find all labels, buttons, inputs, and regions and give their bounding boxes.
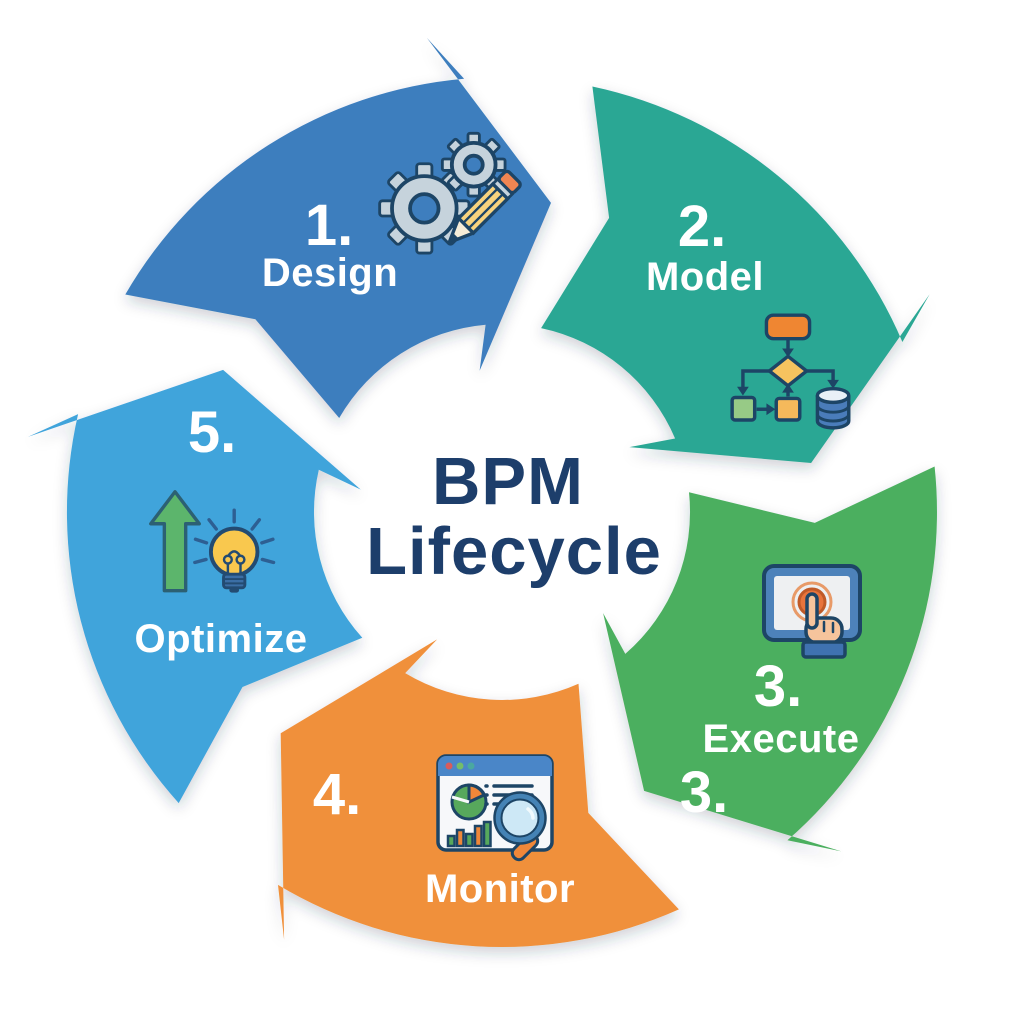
bulb-base xyxy=(222,572,247,590)
center-title: BPM Lifecycle xyxy=(366,444,662,589)
flowchart-green-node xyxy=(730,395,757,422)
flowchart-database-icon xyxy=(730,313,851,430)
growth-arrow-lightbulb-icon xyxy=(149,490,276,593)
pencil-icon xyxy=(447,169,522,245)
gears-pencil-icon xyxy=(378,131,522,255)
execute-arrow-shape xyxy=(603,466,937,852)
title-line-2: Lifecycle xyxy=(366,514,662,589)
optimize-step-label: Optimize xyxy=(135,617,308,661)
segment-design: 1. Design xyxy=(125,37,552,419)
title-line-1: BPM xyxy=(432,444,584,519)
bar-chart-icon xyxy=(446,820,492,848)
optimize-arrow-shape xyxy=(27,369,363,804)
window-dot-red xyxy=(445,762,453,770)
model-step-number: 2. xyxy=(678,194,726,259)
up-arrow-icon xyxy=(149,490,201,593)
segment-execute: 3. Execute 3. xyxy=(603,466,937,852)
execute-step-number: 3. xyxy=(754,654,802,719)
flowchart-decision-node xyxy=(767,354,809,388)
execute-step-number-duplicate: 3. xyxy=(680,760,728,825)
optimize-step-number: 5. xyxy=(188,400,236,465)
bulb-rays xyxy=(193,508,276,565)
monitor-step-number: 4. xyxy=(313,762,361,827)
segment-monitor: 4. Monitor xyxy=(278,639,679,947)
pointing-hand-icon xyxy=(801,592,847,659)
segment-model: 2. Model xyxy=(541,86,930,463)
bulb-filament xyxy=(222,550,246,575)
pie-chart-icon xyxy=(450,783,488,821)
design-arrow-shape xyxy=(125,37,552,419)
window-dot-green xyxy=(456,762,464,770)
analytics-magnifier-icon xyxy=(436,754,554,862)
design-step-number: 1. xyxy=(305,193,353,258)
flowchart-start-node xyxy=(764,313,812,341)
model-arrow-shape xyxy=(541,86,930,463)
monitor-step-label: Monitor xyxy=(425,867,575,911)
model-step-label: Model xyxy=(646,255,764,299)
design-step-label: Design xyxy=(262,251,398,295)
database-icon xyxy=(815,386,851,430)
touchscreen-hand-icon xyxy=(762,564,862,659)
lightbulb-icon xyxy=(193,508,276,593)
magnifier-icon xyxy=(493,791,547,862)
sleeve-cuff xyxy=(801,640,847,659)
browser-header-bar xyxy=(438,756,552,776)
execute-step-label: Execute xyxy=(703,717,860,761)
window-dot-teal xyxy=(467,762,475,770)
segment-optimize: 5. Optimize xyxy=(27,369,363,804)
gear-small-icon xyxy=(440,131,507,198)
flowchart-yellow-node xyxy=(774,396,802,422)
